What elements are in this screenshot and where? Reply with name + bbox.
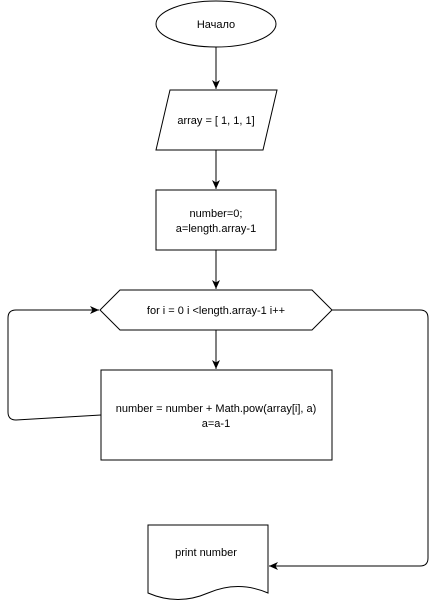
init-line-1: number=0; bbox=[190, 208, 243, 220]
arrow-body-back-to-loop bbox=[7, 306, 102, 421]
input-label: array = [ 1, 1, 1] bbox=[177, 115, 254, 127]
output-node: print number bbox=[147, 524, 269, 600]
output-document bbox=[147, 524, 269, 600]
input-node: array = [ 1, 1, 1] bbox=[155, 89, 278, 151]
loop-label: for i = 0 i <length.array-1 i++ bbox=[147, 305, 285, 317]
loop-hexagon bbox=[99, 289, 333, 331]
body-line-2: a=a-1 bbox=[202, 418, 230, 430]
arrow-loop-exit-to-output bbox=[269, 309, 429, 570]
init-box bbox=[155, 189, 277, 251]
input-parallelogram bbox=[155, 89, 278, 151]
start-node: Начало bbox=[155, 0, 277, 48]
body-box bbox=[100, 369, 333, 461]
body-node: number = number + Math.pow(array[i], a) … bbox=[100, 369, 333, 461]
output-label: print number bbox=[175, 547, 237, 559]
start-label: Начало bbox=[197, 19, 235, 31]
init-node: number=0; a=length.array-1 bbox=[155, 189, 277, 251]
init-line-2: a=length.array-1 bbox=[176, 223, 256, 235]
body-line-1: number = number + Math.pow(array[i], a) bbox=[116, 403, 317, 415]
loop-node: for i = 0 i <length.array-1 i++ bbox=[99, 289, 333, 331]
